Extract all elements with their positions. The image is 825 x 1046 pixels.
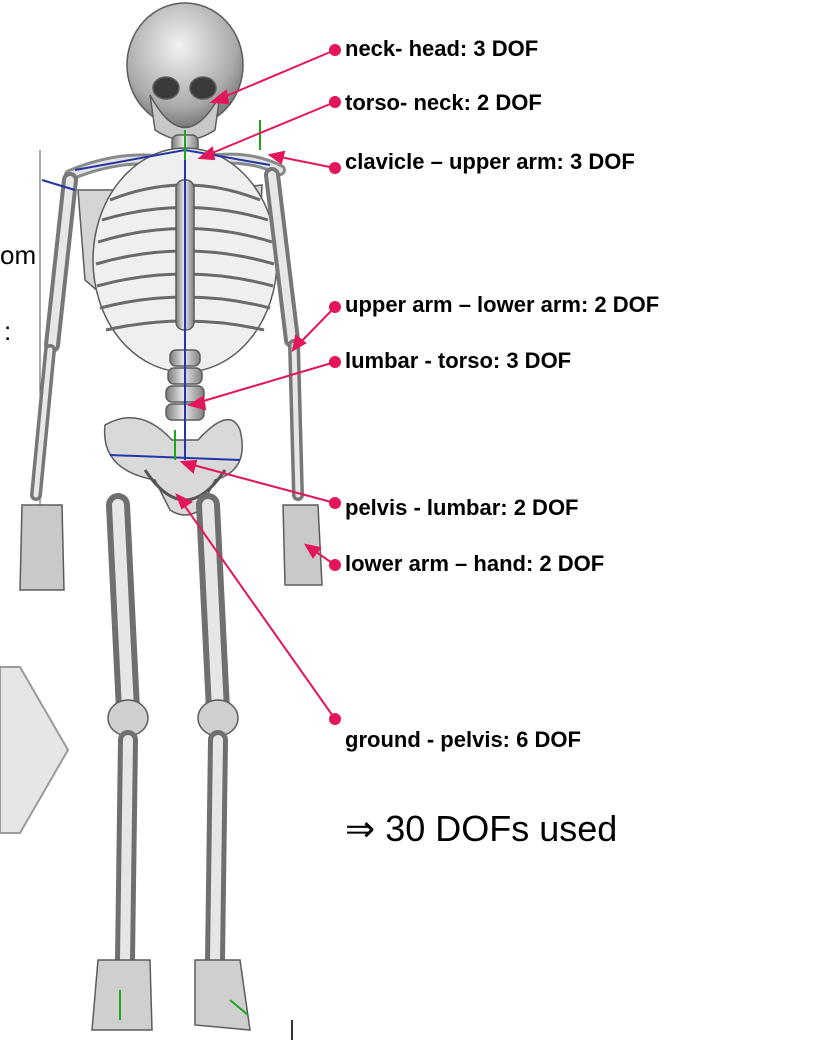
implies-symbol: ⇒ [345, 808, 375, 849]
next-arrow-shape [0, 667, 68, 833]
leader-dot [330, 714, 340, 724]
label-clavicle-upper-arm: clavicle – upper arm: 3 DOF [345, 149, 635, 175]
label-lumbar-torso: lumbar - torso: 3 DOF [345, 348, 571, 374]
label-upper-arm-lower-arm: upper arm – lower arm: 2 DOF [345, 292, 659, 318]
label-torso-neck: torso- neck: 2 DOF [345, 90, 542, 116]
skull-shape [127, 3, 243, 127]
hand-right [283, 505, 322, 585]
hand-left [20, 505, 64, 590]
leader-dot [330, 357, 340, 367]
dof-summary: ⇒ 30 DOFs used [345, 808, 617, 850]
text-fragment-top: om [0, 240, 36, 271]
leader-dot [330, 302, 340, 312]
leader-dot [330, 97, 340, 107]
leader-lumbar-torso [190, 362, 335, 405]
summary-text: 30 DOFs used [385, 808, 617, 849]
label-ground-pelvis: ground - pelvis: 6 DOF [345, 727, 581, 753]
leader-dot [330, 45, 340, 55]
foot-right [195, 960, 250, 1030]
leader-dot [330, 560, 340, 570]
foot-left [92, 960, 152, 1030]
text-fragment-mid: : [4, 316, 11, 347]
leader-dot [330, 163, 340, 173]
leader-dot [330, 498, 340, 508]
label-neck-head: neck- head: 3 DOF [345, 36, 538, 62]
label-lower-arm-hand: lower arm – hand: 2 DOF [345, 551, 604, 577]
leader-lines [177, 45, 340, 724]
label-pelvis-lumbar: pelvis - lumbar: 2 DOF [345, 495, 579, 521]
